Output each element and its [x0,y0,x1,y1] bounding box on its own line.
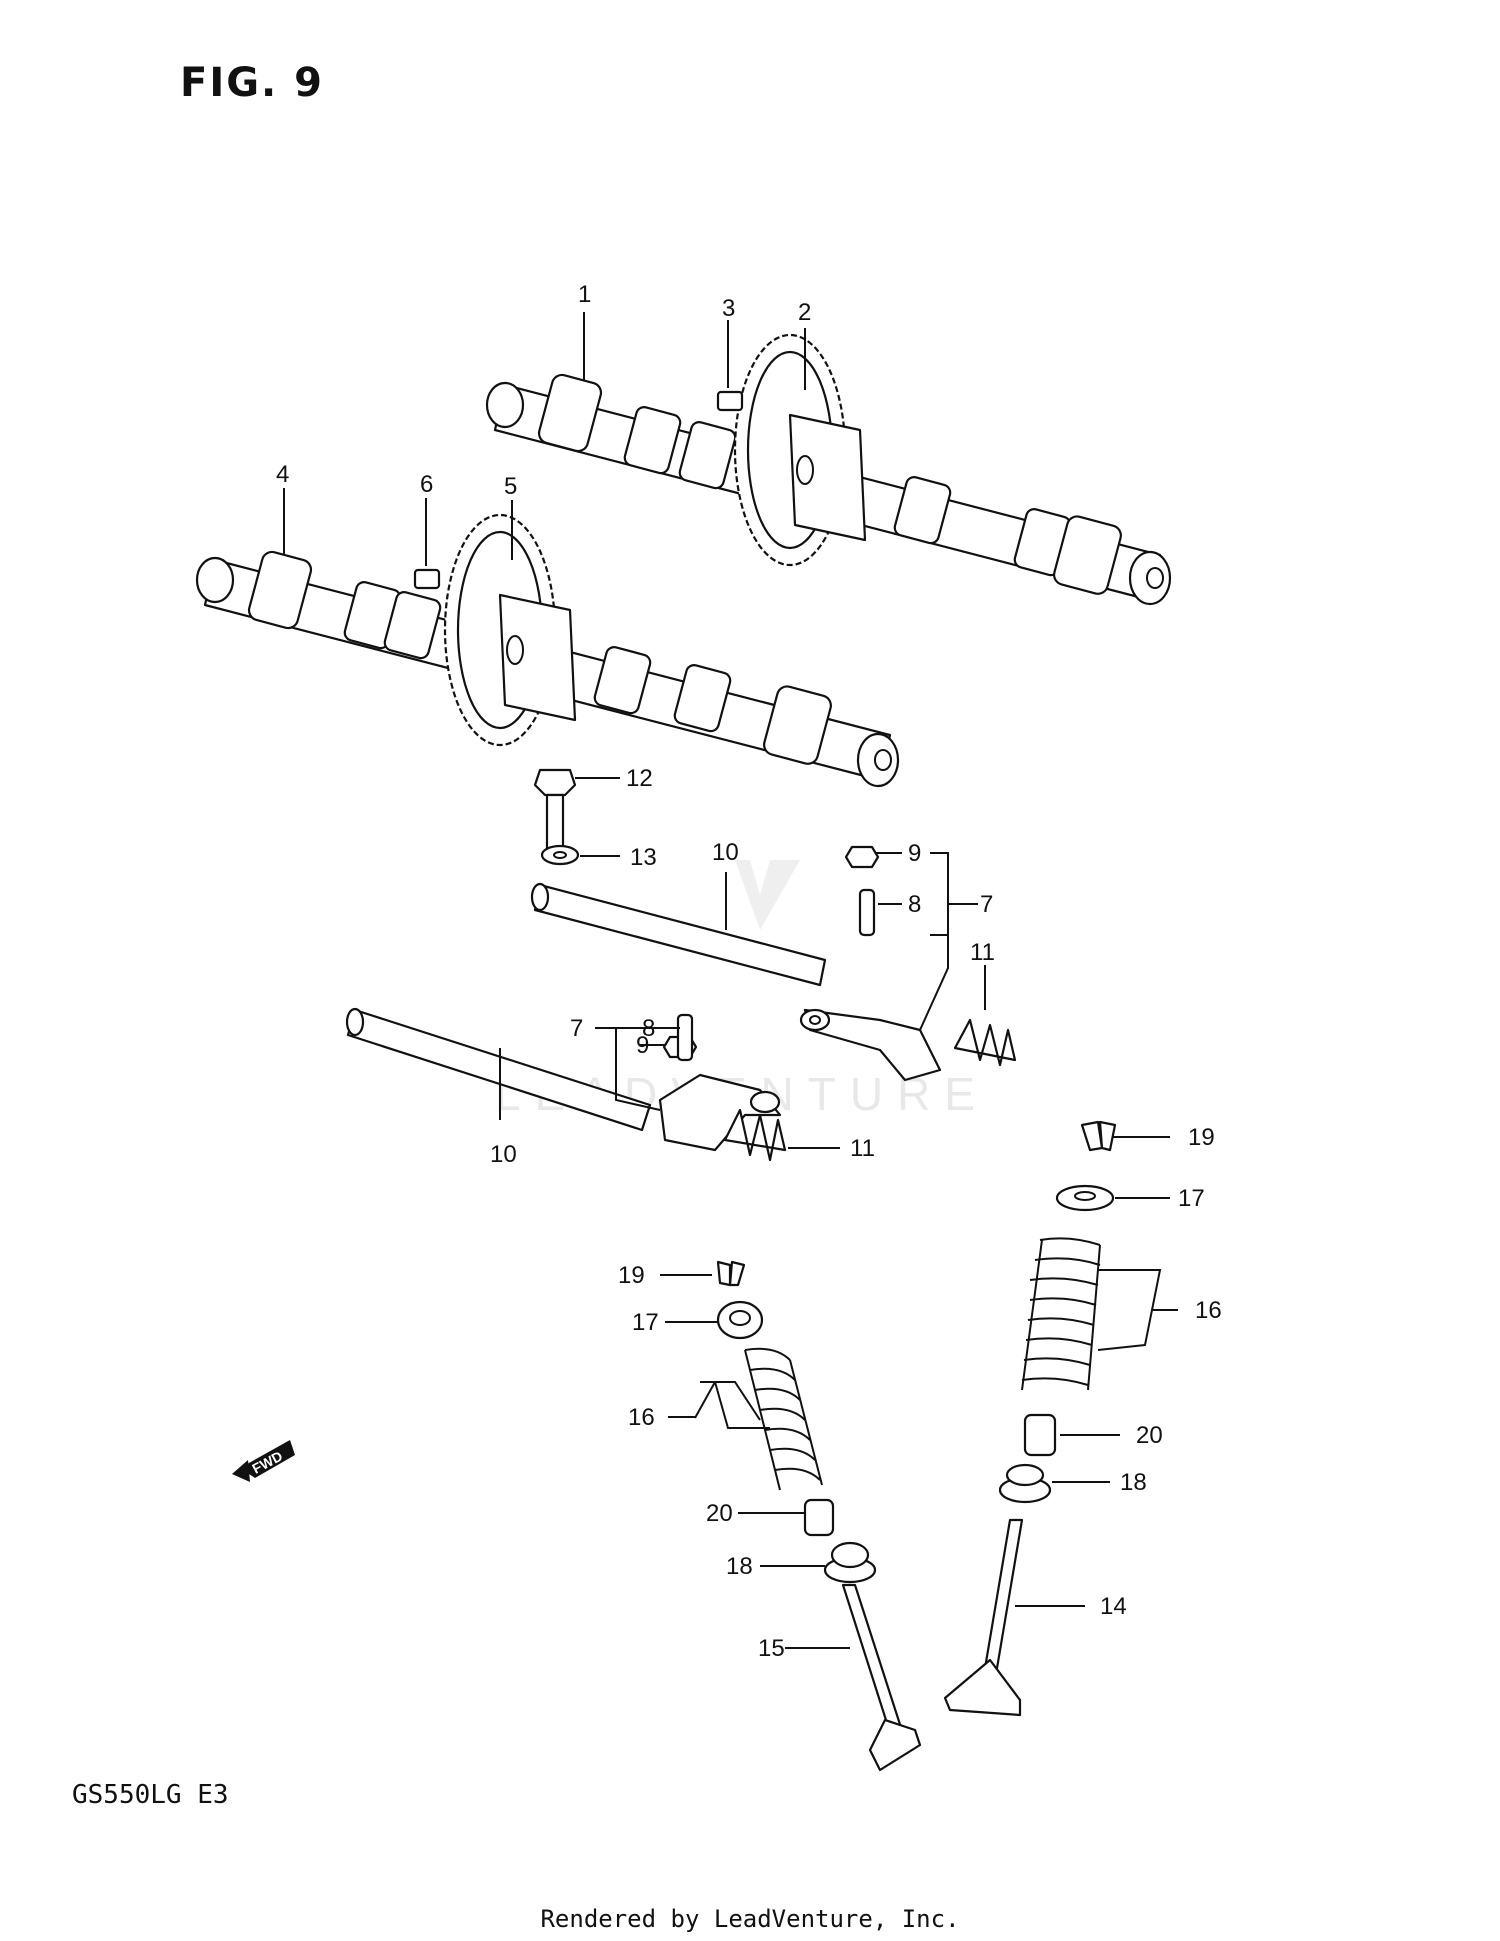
callout-13: 13 [630,844,657,871]
valve-spring-left [744,1347,823,1491]
rocker-spring-upper [953,1018,1017,1067]
fwd-label: FWD [249,1448,285,1477]
intake-valve [841,1583,922,1772]
rocker-arm-upper [799,1008,942,1082]
rocker-arm-lower [658,1073,782,1152]
callout-20-right: 20 [1136,1422,1163,1449]
callout-17-right: 17 [1178,1185,1205,1212]
valve-spring-seat-right [998,1463,1052,1504]
sprocket-bolt-lower [413,552,441,590]
cam-sprocket-exhaust [733,333,867,567]
callout-6: 6 [420,471,433,498]
callout-19-left: 19 [618,1262,645,1289]
rocker-shaft-upper [530,882,827,987]
callout-17-left: 17 [632,1309,659,1336]
callout-20-left: 20 [706,1500,733,1527]
valve-cotter-right [1080,1120,1117,1152]
valve-stem-seal-left [803,1498,835,1537]
callout-8-lower: 8 [642,1015,655,1042]
valve-stem-seal-right [1023,1413,1057,1457]
callout-18-right: 18 [1120,1469,1147,1496]
bolt-washer [540,844,580,866]
cam-sprocket-intake [443,513,577,747]
callout-18-left: 18 [726,1553,753,1580]
callout-3: 3 [722,295,735,322]
rocker-spring-lower [723,1108,787,1162]
valve-adjuster-nut-upper [844,845,880,869]
valve-spring-right [1021,1237,1101,1391]
leader-lines [283,312,1178,1649]
valve-adjuster-screw-upper [858,888,876,937]
callout-1: 1 [578,281,591,308]
callout-14: 14 [1100,1593,1127,1620]
callout-4: 4 [276,461,289,488]
callout-9-lower: 9 [636,1032,649,1059]
callout-7-upper: 7 [980,891,993,918]
exhaust-valve [943,1518,1024,1717]
callout-11-upper: 11 [970,939,995,966]
model-code: GS550LG E3 [72,1780,229,1810]
valve-adjuster-screw-lower [676,1013,694,1062]
valve-spring-seat-left [823,1541,877,1584]
sprocket-bolt-upper [716,375,744,412]
callout-16-right: 16 [1195,1297,1222,1324]
callout-2: 2 [798,299,811,326]
callout-10-lower: 10 [490,1141,517,1168]
callout-12: 12 [626,765,653,792]
callout-10-upper: 10 [712,839,739,866]
valve-spring-retainer-left [716,1300,764,1340]
valve-spring-retainer-right [1055,1184,1115,1212]
forward-direction-arrow: FWD [232,1440,295,1482]
callout-16-left: 16 [628,1404,655,1431]
rocker-shaft-bolt [533,768,577,857]
callout-9-upper: 9 [908,840,921,867]
callout-8-upper: 8 [908,891,921,918]
callout-5: 5 [504,473,517,500]
callout-11-lower: 11 [850,1135,875,1162]
callout-15: 15 [758,1635,785,1662]
figure-title: FIG. 9 [180,60,324,106]
valve-cotter-left [716,1260,746,1287]
callout-labels: 1 3 2 4 6 5 12 13 10 9 8 7 11 9 7 8 10 1… [276,281,1222,1662]
callout-19-right: 19 [1188,1124,1215,1151]
callout-7-lower: 7 [570,1015,583,1042]
footer-credit: Rendered by LeadVenture, Inc. [540,1905,960,1933]
